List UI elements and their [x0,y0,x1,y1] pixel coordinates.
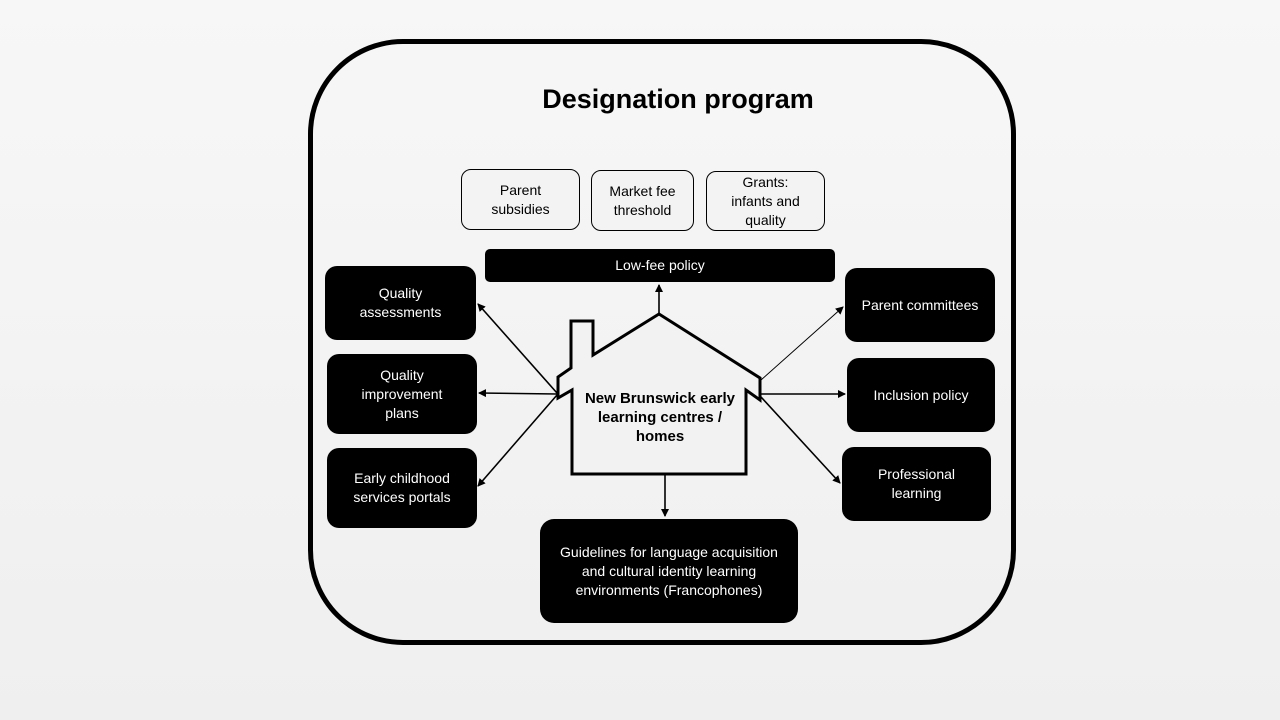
diagram-title: Designation program [542,84,814,114]
funding-parent-subsidies: Parent subsidies [461,169,580,230]
house-icon [556,312,762,476]
arrow-to-portals [477,394,558,487]
inclusion-policy-box: Inclusion policy [847,358,995,432]
low-fee-policy-box: Low-fee policy [485,249,835,282]
professional-learning-box: Professional learning [842,447,991,521]
arrow-to-quality-assessments [477,303,558,394]
early-childhood-portals-box: Early childhood services portals [327,448,477,528]
center-house-label: New Brunswick early learning centres / h… [584,390,736,445]
arrow-to-professional-learning [760,396,841,484]
funding-grants: Grants: infants and quality [706,171,825,231]
arrow-to-parent-committees [760,306,844,381]
arrow-to-quality-plans [478,389,558,398]
quality-assessments-box: Quality assessments [325,266,476,340]
francophone-guidelines-box: Guidelines for language acquisition and … [540,519,798,623]
parent-committees-box: Parent committees [845,268,995,342]
funding-market-fee-threshold: Market fee threshold [591,170,694,231]
diagram-frame [308,39,1016,645]
quality-improvement-plans-box: Quality improvement plans [327,354,477,434]
